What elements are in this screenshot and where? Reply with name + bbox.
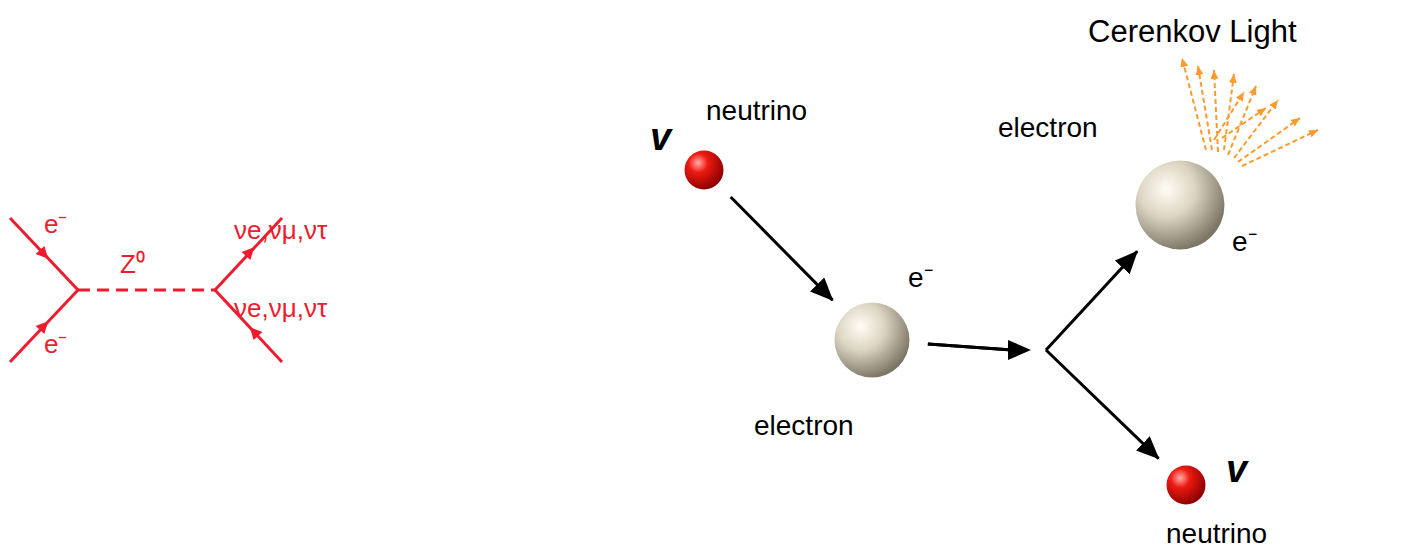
- cerenkov-rays: [1182, 58, 1318, 166]
- scatter-arrow: [928, 344, 1159, 459]
- electron-line: [10, 290, 78, 362]
- scatter-arrow: [928, 251, 1137, 350]
- neutrino-ball: vneutrino: [684, 150, 724, 190]
- particle-name: e⁻: [1232, 226, 1257, 258]
- fermion-arrow: [245, 323, 262, 340]
- light-ray: [1222, 108, 1266, 138]
- light-ray: [1234, 100, 1278, 158]
- scatter-arrow: [731, 197, 833, 300]
- particle-symbol: v: [650, 116, 671, 160]
- particle-name: neutrino: [706, 95, 807, 127]
- light-label: Cerenkov Light: [1088, 14, 1297, 50]
- fermion-arrow: [242, 243, 259, 260]
- ball-shape: [1166, 465, 1206, 505]
- particle-name: electron: [754, 410, 854, 442]
- light-ray: [1198, 66, 1212, 150]
- particle-label: νe,νμ,ντ: [234, 216, 327, 246]
- light-ray: [1182, 58, 1206, 150]
- ball: [685, 151, 724, 190]
- ball: [835, 303, 910, 378]
- neutrino-ball: vneutrino: [1166, 465, 1206, 505]
- z-boson-line: [78, 289, 215, 292]
- particle-label: e⁻: [44, 330, 67, 360]
- particle-label: Z⁰: [120, 250, 145, 280]
- ball-shape: [1135, 160, 1225, 250]
- ball: [1136, 161, 1225, 250]
- ball-shape: [684, 150, 724, 190]
- particle-symbol: v: [1226, 448, 1247, 492]
- fermion-arrows: [36, 243, 263, 340]
- light-ray: [1238, 118, 1300, 162]
- particle-name: neutrino: [1166, 518, 1267, 550]
- ball: [1167, 466, 1206, 505]
- electron-ball: e⁻electron: [834, 302, 910, 378]
- light-ray: [1242, 130, 1318, 166]
- particle-label: e⁻: [44, 210, 67, 240]
- fermion-arrow: [36, 246, 53, 263]
- particle-label: νe,νμ,ντ: [234, 294, 327, 324]
- electron-ball: electrone⁻: [1135, 160, 1225, 250]
- particle-name: electron: [998, 112, 1098, 144]
- particle-name: e⁻: [908, 262, 933, 294]
- ball-shape: [834, 302, 910, 378]
